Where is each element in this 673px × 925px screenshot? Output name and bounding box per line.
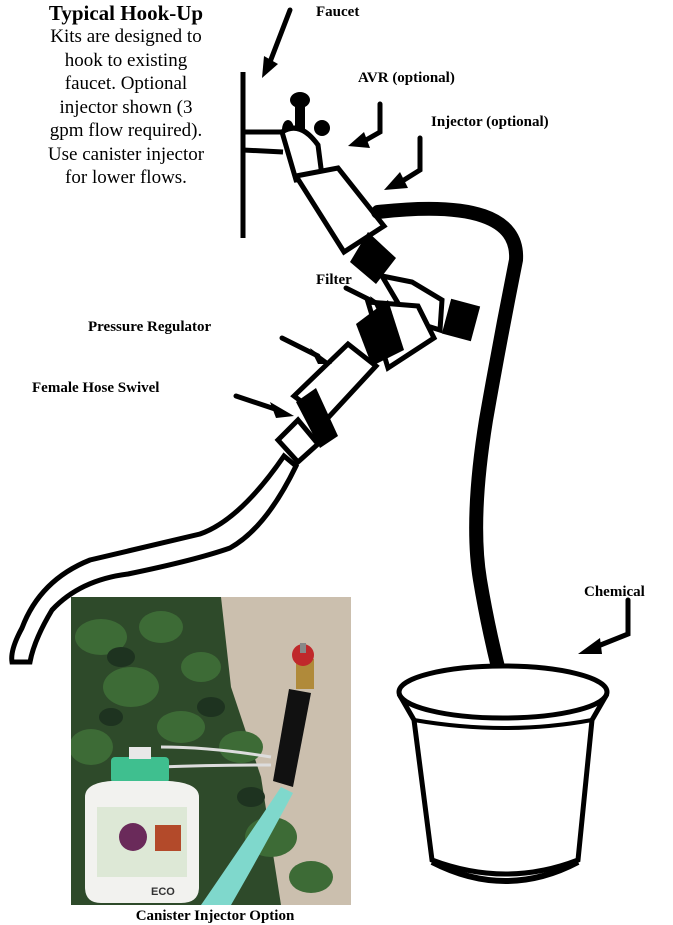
heading-line: hook to existing [0, 49, 252, 73]
canister-label-text: ECO [151, 886, 175, 898]
heading-line: Use canister injector [0, 143, 252, 167]
chemical-bucket [399, 666, 607, 881]
label-female-hose-swivel: Female Hose Swivel [32, 380, 159, 397]
canister-injector-photo: ECO [71, 597, 351, 905]
heading-line: faucet. Optional [0, 72, 252, 96]
injector-arrow [404, 138, 420, 180]
hookup-description: Typical Hook-Up Kits are designed to hoo… [0, 2, 252, 190]
label-avr: AVR (optional) [358, 70, 455, 87]
label-filter: Filter [316, 272, 352, 289]
arrowhead-avr [348, 132, 370, 148]
label-injector: Injector (optional) [431, 114, 549, 131]
arrowhead-injector [384, 172, 408, 190]
label-faucet: Faucet [316, 4, 359, 21]
pressure-regulator-arrow [282, 338, 318, 356]
heading-line: injector shown (3 [0, 96, 252, 120]
label-pressure-regulator: Pressure Regulator [88, 319, 211, 336]
elbow-cap [442, 299, 480, 342]
arrowhead-hose-swivel [270, 402, 294, 418]
chemical-arrow [598, 600, 628, 646]
heading-line: gpm flow required). [0, 119, 252, 143]
faucet-arrow [270, 10, 290, 62]
heading-line: Kits are designed to [0, 25, 252, 49]
avr-arrow [366, 104, 380, 140]
arrowhead-chemical [578, 638, 602, 654]
photo-caption: Canister Injector Option [70, 908, 360, 925]
canister-photo-illustration: ECO [71, 597, 351, 905]
heading-line: for lower flows. [0, 166, 252, 190]
heading-title: Typical Hook-Up [0, 2, 252, 25]
label-chemical: Chemical [584, 584, 645, 601]
